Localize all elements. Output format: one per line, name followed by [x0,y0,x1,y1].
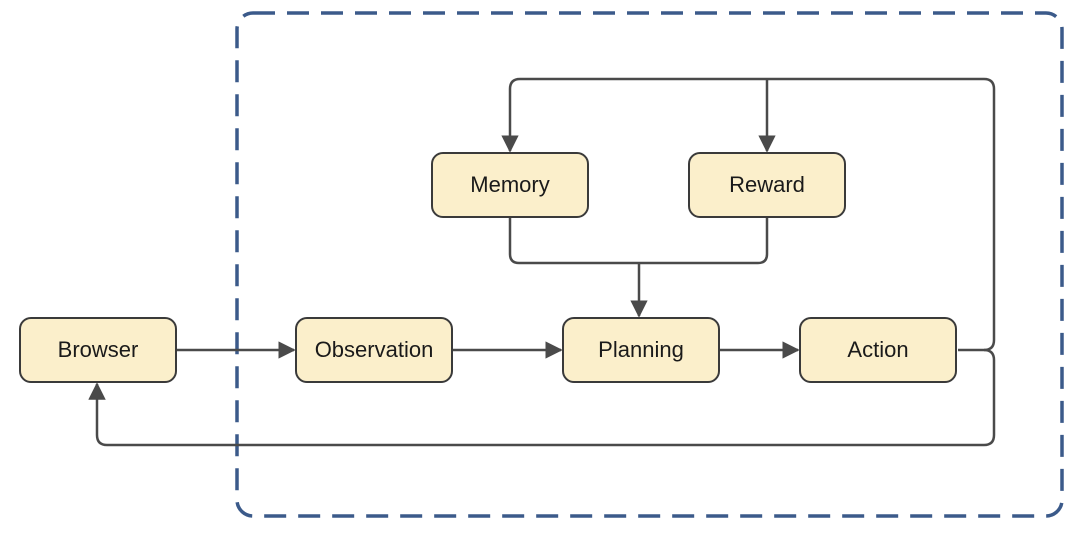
node-browser: Browser [19,317,177,383]
node-observation-label: Observation [314,337,434,362]
edge-action-browser [88,348,996,447]
edge-action-feedback-top [501,77,996,352]
node-browser-label: Browser [57,337,139,362]
edge-reward-merge [639,218,769,265]
node-memory-label: Memory [470,172,550,197]
node-action-label: Action [847,337,909,362]
node-memory: Memory [431,152,589,218]
node-planning-label: Planning [598,337,684,362]
node-action: Action [799,317,957,383]
node-observation: Observation [295,317,453,383]
agent-boundary [235,11,1064,518]
node-reward: Reward [688,152,846,218]
node-planning: Planning [562,317,720,383]
node-reward-label: Reward [729,172,805,197]
edge-memory-merge [508,218,639,265]
